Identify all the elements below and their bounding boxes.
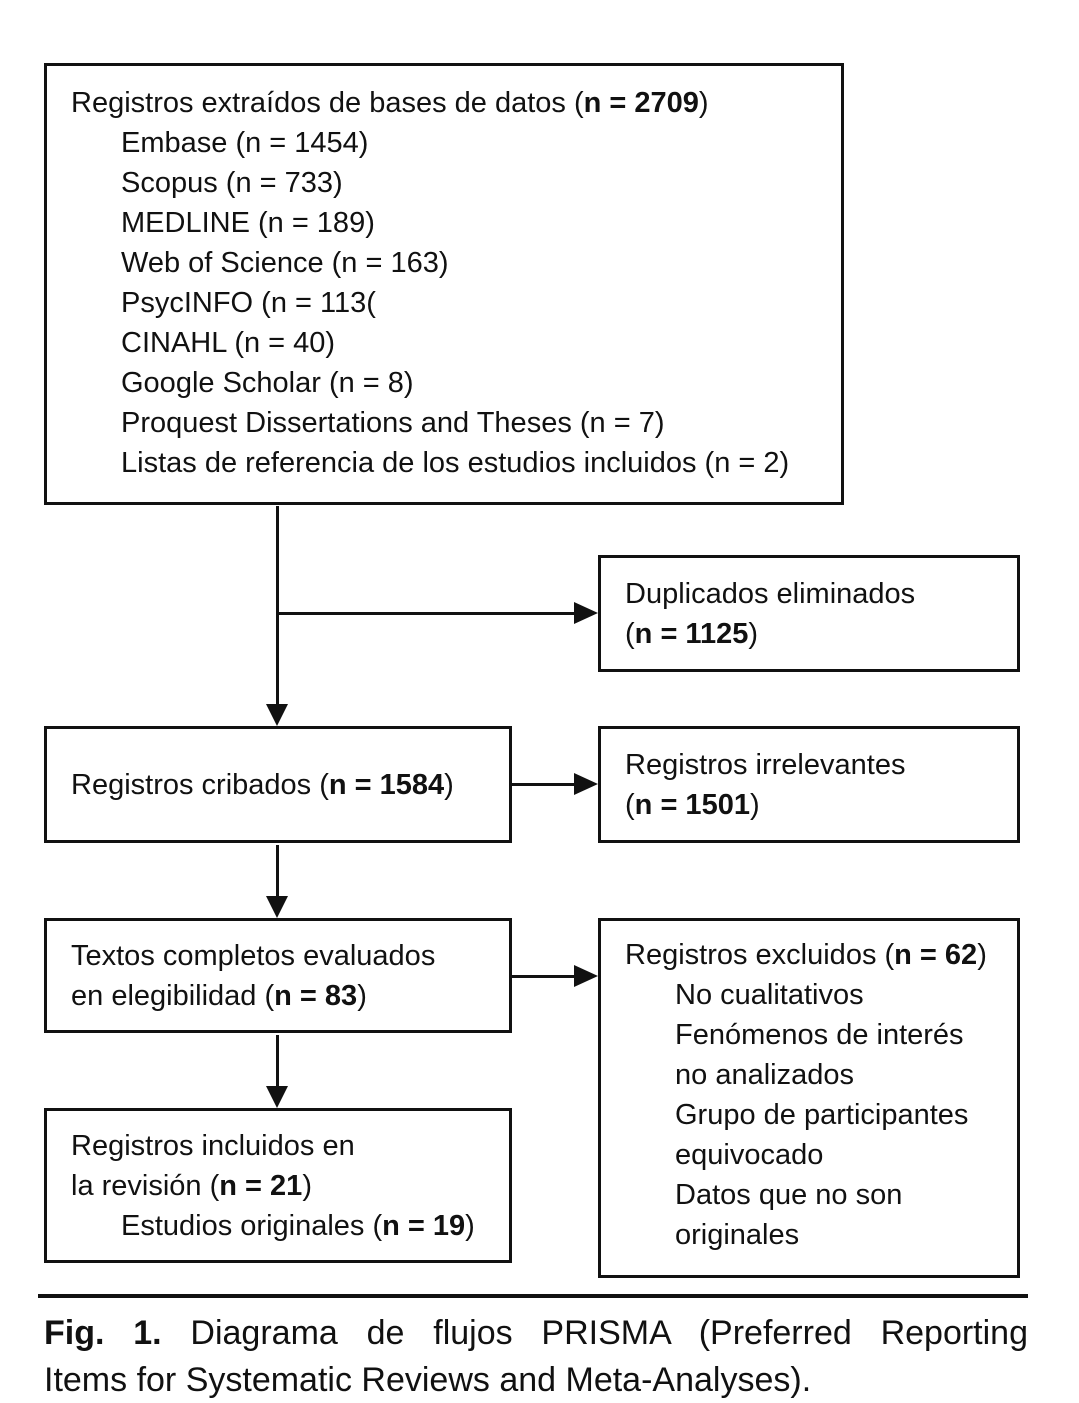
database-list-item: CINAHL (n = 40) xyxy=(121,327,336,359)
n-value: n = 21 xyxy=(219,1170,303,1202)
figure-label: Fig. 1. xyxy=(44,1314,162,1352)
box-records-excluded: Registros excluidos (n = 62) No cualitat… xyxy=(598,918,1020,1278)
flow-line-to-irrelevant xyxy=(512,783,575,786)
n-value: n = 62 xyxy=(894,939,978,971)
database-list-item: Proquest Dissertations and Theses (n = 7… xyxy=(121,407,665,439)
box-irrelevant-records: Registros irrelevantes (n = 1501) xyxy=(598,726,1020,843)
arrow-down-icon xyxy=(266,896,288,918)
arrow-right-icon xyxy=(574,602,598,624)
n-value: n = 19 xyxy=(382,1210,466,1242)
flow-line-fulltext-to-included xyxy=(276,1035,279,1087)
box-title-line2: en elegibilidad (n = 83) xyxy=(71,979,367,1012)
caption-line2: Items for Systematic Reviews and Meta-An… xyxy=(44,1361,812,1399)
database-list-item: Listas de referencia de los estudios inc… xyxy=(121,447,790,479)
box-title: Duplicados eliminados xyxy=(625,577,916,610)
flow-line-to-excluded xyxy=(512,975,575,978)
box-records-identified: Registros extraídos de bases de datos (n… xyxy=(44,63,844,505)
box-title: Registros extraídos de bases de datos (n… xyxy=(71,87,709,119)
exclusion-reason: Datos que no son originales xyxy=(675,1179,903,1251)
database-list-item: Embase (n = 1454) xyxy=(121,127,369,159)
arrow-right-icon xyxy=(574,773,598,795)
database-list-item: Scopus (n = 733) xyxy=(121,167,343,199)
box-title: Registros excluidos (n = 62) xyxy=(625,939,987,971)
box-title: Registros irrelevantes xyxy=(625,748,906,781)
n-value: n = 1501 xyxy=(634,788,750,821)
exclusion-reason: Fenómenos de interés no analizados xyxy=(675,1019,964,1091)
flow-line-to-duplicates xyxy=(277,612,575,615)
n-value: n = 2709 xyxy=(583,87,699,119)
arrow-down-icon xyxy=(266,704,288,726)
exclusion-reason: Grupo de participantes equivocado xyxy=(675,1099,969,1171)
box-fulltext-assessed: Textos completos evaluados en elegibilid… xyxy=(44,918,512,1033)
title-text: Registros extraídos de bases de datos ( xyxy=(71,87,584,119)
exclusion-reason: No cualitativos xyxy=(675,979,864,1011)
database-list-item: MEDLINE (n = 189) xyxy=(121,207,375,239)
original-studies-line: Estudios originales (n = 19) xyxy=(121,1210,475,1242)
flow-line-identification-to-screened xyxy=(276,506,279,706)
caption-line1: Fig. 1. Diagrama de flujos PRISMA (Prefe… xyxy=(44,1314,1029,1352)
n-value: n = 1584 xyxy=(328,768,445,801)
box-records-screened: Registros cribados (n = 1584) xyxy=(44,726,512,843)
box-title-line2: la revisión (n = 21) xyxy=(71,1170,312,1202)
arrow-down-icon xyxy=(266,1086,288,1108)
box-title-line2: (n = 1501) xyxy=(625,788,760,821)
n-value: n = 83 xyxy=(274,979,358,1012)
database-list-item: Google Scholar (n = 8) xyxy=(121,367,414,399)
box-title-line2: (n = 1125) xyxy=(625,617,759,650)
caption-divider xyxy=(38,1294,1028,1298)
box-records-included: Registros incluidos en la revisión (n = … xyxy=(44,1108,512,1263)
box-duplicates-removed: Duplicados eliminados (n = 1125) xyxy=(598,555,1020,672)
figure-caption: Fig. 1. Diagrama de flujos PRISMA (Prefe… xyxy=(44,1310,1028,1403)
flow-line-screened-to-fulltext xyxy=(276,845,279,897)
database-list-item: PsycINFO (n = 113( xyxy=(121,287,376,319)
box-title: Registros incluidos en xyxy=(71,1130,355,1162)
box-title: Textos completos evaluados xyxy=(71,939,436,972)
n-value: n = 1125 xyxy=(634,617,749,650)
arrow-right-icon xyxy=(574,965,598,987)
database-list-item: Web of Science (n = 163) xyxy=(121,247,449,279)
box-title: Registros cribados (n = 1584) xyxy=(71,768,454,801)
